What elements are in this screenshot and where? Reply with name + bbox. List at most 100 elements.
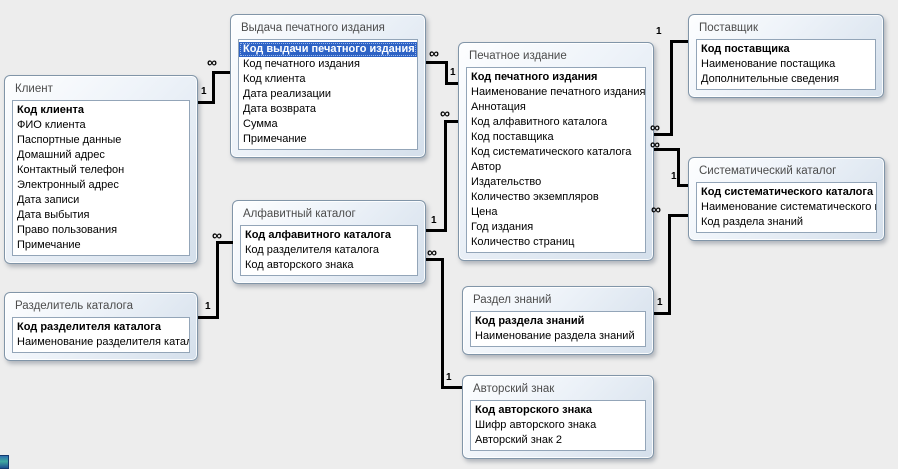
field-row[interactable]: Дополнительные сведения: [701, 73, 839, 85]
relation-line[interactable]: [216, 241, 219, 319]
selected-field-row[interactable]: Код выдачи печатного издания: [239, 42, 417, 57]
field-row[interactable]: Примечание: [17, 239, 81, 251]
cardinality-many: ∞: [427, 244, 437, 260]
field-row[interactable]: Дата возврата: [243, 103, 317, 115]
field-row[interactable]: Код раздела знаний: [701, 216, 804, 228]
field-row[interactable]: Количество экземпляров: [471, 191, 599, 203]
field-row[interactable]: Код поставщика: [471, 131, 554, 143]
cardinality-many: ∞: [212, 227, 222, 243]
field-row[interactable]: Код авторского знака: [245, 259, 354, 271]
field-row[interactable]: Код алфавитного каталога: [245, 229, 392, 241]
field-row[interactable]: Код поставщика: [701, 43, 790, 55]
field-row[interactable]: Код разделителя каталога: [17, 321, 161, 333]
field-row[interactable]: Дата выбытия: [17, 209, 90, 221]
field-row[interactable]: Код печатного издания: [243, 58, 360, 70]
field-row[interactable]: Код раздела знаний: [475, 315, 585, 327]
field-row[interactable]: ФИО клиента: [17, 119, 86, 131]
cardinality-many: ∞: [650, 119, 660, 135]
cardinality-many: ∞: [650, 136, 660, 152]
relation-line[interactable]: [444, 120, 447, 232]
table-alphabetical-catalog[interactable]: Алфавитный каталог Код алфавитного катал…: [232, 200, 426, 284]
relation-line[interactable]: [444, 120, 458, 123]
field-row[interactable]: Шифр авторского знака: [475, 419, 597, 431]
relation-line[interactable]: [654, 148, 680, 151]
relation-line[interactable]: [677, 184, 688, 187]
table-title[interactable]: Авторский знак: [473, 383, 555, 395]
field-row[interactable]: Автор: [471, 161, 502, 173]
cardinality-one: 1: [671, 171, 677, 182]
relation-line[interactable]: [445, 82, 458, 85]
field-row[interactable]: Электронный адрес: [17, 179, 119, 191]
relation-line[interactable]: [212, 71, 230, 74]
field-row[interactable]: Код систематического каталога: [471, 146, 632, 158]
field-row[interactable]: Наименование постащика: [701, 58, 836, 70]
field-row[interactable]: Код печатного издания: [471, 71, 598, 83]
relation-line[interactable]: [426, 229, 447, 232]
relation-line[interactable]: [212, 71, 215, 104]
table-author-sign[interactable]: Авторский знак Код авторского знака Шифр…: [462, 375, 654, 459]
relation-line[interactable]: [441, 258, 444, 389]
relation-line[interactable]: [670, 40, 688, 43]
relation-line[interactable]: [670, 40, 673, 136]
table-printed-publication[interactable]: Печатное издание Код печатного издания Н…: [458, 42, 654, 261]
field-list: Код разделителя каталога Наименование ра…: [12, 317, 190, 353]
field-row[interactable]: Право пользования: [17, 224, 118, 236]
cardinality-one: 1: [450, 67, 456, 78]
table-title[interactable]: Клиент: [15, 83, 53, 95]
field-row[interactable]: Наименование разделителя катало: [17, 336, 189, 348]
relation-line[interactable]: [441, 386, 462, 389]
field-row[interactable]: Код алфавитного каталога: [471, 116, 608, 128]
table-title[interactable]: Раздел знаний: [473, 294, 552, 306]
relation-line[interactable]: [654, 133, 673, 136]
field-row[interactable]: Дата реализации: [243, 88, 332, 100]
field-row[interactable]: Код клиента: [243, 73, 306, 85]
table-title[interactable]: Поставщик: [699, 22, 758, 34]
field-row[interactable]: Наименование систематического к: [701, 201, 876, 213]
field-row[interactable]: Наименование раздела знаний: [475, 330, 635, 342]
table-supplier[interactable]: Поставщик Код поставщика Наименование по…: [688, 14, 884, 98]
field-row[interactable]: Сумма: [243, 118, 278, 130]
field-row[interactable]: Код разделителя каталога: [245, 244, 380, 256]
field-row[interactable]: Год издания: [471, 221, 534, 233]
field-row[interactable]: Паспортные данные: [17, 134, 122, 146]
field-row[interactable]: Код авторского знака: [475, 404, 593, 416]
field-row[interactable]: Наименование печатного издания: [471, 86, 645, 98]
relation-line[interactable]: [426, 258, 444, 261]
table-publication-issue[interactable]: Выдача печатного издания Код выдачи печа…: [230, 14, 426, 158]
field-row[interactable]: Количество страниц: [471, 236, 575, 248]
field-row[interactable]: Код клиента: [17, 104, 84, 116]
cardinality-one: 1: [201, 86, 207, 97]
field-row[interactable]: Цена: [471, 206, 498, 218]
field-list: Код раздела знаний Наименование раздела …: [470, 311, 646, 347]
table-systematic-catalog[interactable]: Систематический каталог Код систематичес…: [688, 157, 885, 241]
table-title[interactable]: Алфавитный каталог: [243, 208, 356, 220]
relation-line[interactable]: [198, 316, 219, 319]
field-list: Код алфавитного каталога Код разделителя…: [240, 225, 418, 276]
relation-line[interactable]: [654, 312, 671, 315]
table-client[interactable]: Клиент Код клиента ФИО клиента Паспортны…: [4, 75, 198, 264]
table-title[interactable]: Разделитель каталога: [15, 300, 134, 312]
field-row[interactable]: Авторский знак 2: [475, 434, 562, 446]
field-row[interactable]: Домашний адрес: [17, 149, 105, 161]
relation-line[interactable]: [677, 148, 680, 187]
field-row[interactable]: Примечание: [243, 133, 307, 145]
relation-line[interactable]: [668, 214, 671, 315]
table-title[interactable]: Выдача печатного издания: [241, 22, 385, 34]
relation-line[interactable]: [426, 61, 448, 64]
field-row[interactable]: Код систематического каталога: [701, 186, 874, 198]
table-catalog-divider[interactable]: Разделитель каталога Код разделителя кат…: [4, 292, 198, 361]
cardinality-many: ∞: [651, 201, 661, 217]
cardinality-one: 1: [656, 26, 662, 37]
table-knowledge-section[interactable]: Раздел знаний Код раздела знаний Наимено…: [462, 286, 654, 355]
relation-line[interactable]: [216, 241, 233, 244]
field-row[interactable]: Контактный телефон: [17, 164, 125, 176]
field-row[interactable]: Издательство: [471, 176, 542, 188]
table-title[interactable]: Систематический каталог: [699, 165, 837, 177]
field-row[interactable]: Дата записи: [17, 194, 80, 206]
table-title[interactable]: Печатное издание: [469, 50, 567, 62]
cardinality-many: ∞: [207, 54, 217, 70]
relation-line[interactable]: [198, 101, 215, 104]
field-row[interactable]: Аннотация: [471, 101, 526, 113]
relation-line[interactable]: [668, 214, 688, 217]
relation-line[interactable]: [445, 61, 448, 85]
